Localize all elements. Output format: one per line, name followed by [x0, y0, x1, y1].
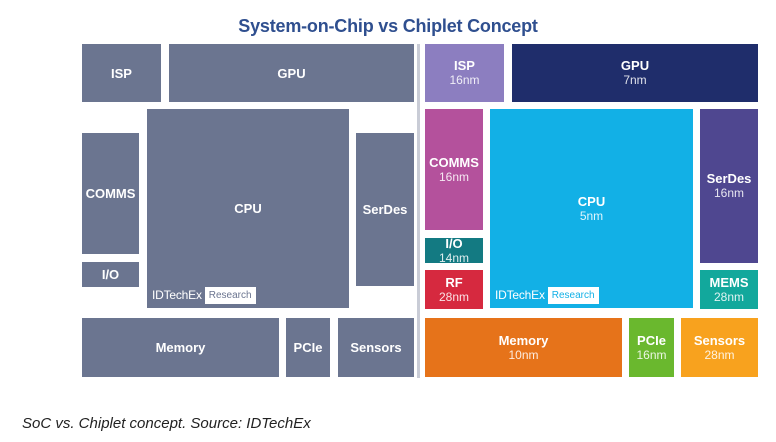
chiplet-mems-node: 28nm	[713, 289, 745, 304]
soc-watermark-brand: IDTechEx	[152, 288, 202, 302]
chiplet-rf-block: RF 28nm	[425, 270, 483, 309]
chiplet-watermark-brand: IDTechEx	[495, 288, 545, 302]
chiplet-cpu-name: CPU	[577, 193, 606, 209]
soc-io-block: I/O	[82, 262, 139, 287]
soc-memory-label: Memory	[155, 340, 206, 355]
chiplet-isp-block: ISP 16nm	[425, 44, 504, 102]
soc-serdes-label: SerDes	[362, 202, 408, 217]
chiplet-watermark-research: Research	[547, 287, 599, 304]
soc-gpu-block: GPU	[169, 44, 414, 102]
chiplet-sensors-name: Sensors	[693, 332, 746, 348]
chiplet-mems-name: MEMS	[709, 274, 749, 290]
chiplet-comms-block: COMMS 16nm	[425, 109, 483, 230]
soc-isp-label: ISP	[111, 65, 132, 81]
chiplet-pcie-name: PCIe	[637, 332, 666, 348]
chiplet-isp-name: ISP	[454, 58, 475, 73]
soc-io-label: I/O	[101, 267, 120, 282]
soc-serdes-block: SerDes	[356, 133, 414, 286]
chiplet-pcie-node: 16nm	[636, 347, 667, 362]
chiplet-pcie-block: PCIe 16nm	[629, 318, 674, 377]
chiplet-comms-node: 16nm	[438, 169, 470, 184]
chiplet-mems-block: MEMS 28nm	[700, 270, 758, 309]
panel-divider	[417, 44, 420, 378]
soc-watermark-research: Research	[204, 287, 256, 304]
soc-pcie-block: PCIe	[286, 318, 330, 377]
chiplet-sensors-node: 28nm	[704, 347, 735, 362]
chiplet-serdes-name: SerDes	[706, 171, 752, 186]
soc-pcie-label: PCIe	[293, 340, 323, 355]
soc-sensors-block: Sensors	[338, 318, 414, 377]
figure-caption: SoC vs. Chiplet concept. Source: IDTechE…	[22, 415, 311, 432]
chiplet-cpu-node: 5nm	[579, 208, 604, 223]
chiplet-io-block: I/O 14nm	[425, 235, 483, 265]
chiplet-isp-node: 16nm	[449, 73, 480, 87]
chiplet-io-name: I/O	[445, 235, 463, 251]
chiplet-gpu-node: 7nm	[623, 73, 647, 87]
soc-isp-block: ISP	[82, 44, 161, 102]
chiplet-io-node: 14nm	[438, 250, 470, 265]
chiplet-memory-name: Memory	[498, 332, 549, 348]
diagram-title: System-on-Chip vs Chiplet Concept	[238, 16, 538, 36]
soc-cpu-label: CPU	[234, 201, 262, 216]
chiplet-serdes-block: SerDes 16nm	[700, 109, 758, 263]
chiplet-sensors-block: Sensors 28nm	[681, 318, 758, 377]
chiplet-gpu-name: GPU	[620, 58, 650, 73]
chiplet-rf-name: RF	[445, 274, 463, 290]
soc-gpu-label: GPU	[277, 65, 306, 81]
chiplet-memory-block: Memory 10nm	[425, 318, 622, 377]
chiplet-watermark: IDTechEx Research	[495, 287, 599, 304]
soc-memory-block: Memory	[82, 318, 279, 377]
soc-sensors-label: Sensors	[350, 340, 402, 355]
soc-comms-label: COMMS	[85, 186, 136, 201]
chiplet-serdes-node: 16nm	[713, 186, 745, 200]
soc-watermark: IDTechEx Research	[152, 287, 256, 304]
chiplet-cpu-block: CPU 5nm IDTechEx Research	[490, 109, 693, 308]
soc-cpu-block: CPU IDTechEx Research	[147, 109, 349, 308]
chiplet-rf-node: 28nm	[438, 289, 470, 304]
chiplet-comms-name: COMMS	[429, 154, 479, 170]
chiplet-memory-node: 10nm	[508, 347, 539, 362]
chiplet-gpu-block: GPU 7nm	[512, 44, 758, 102]
soc-comms-block: COMMS	[82, 133, 139, 254]
